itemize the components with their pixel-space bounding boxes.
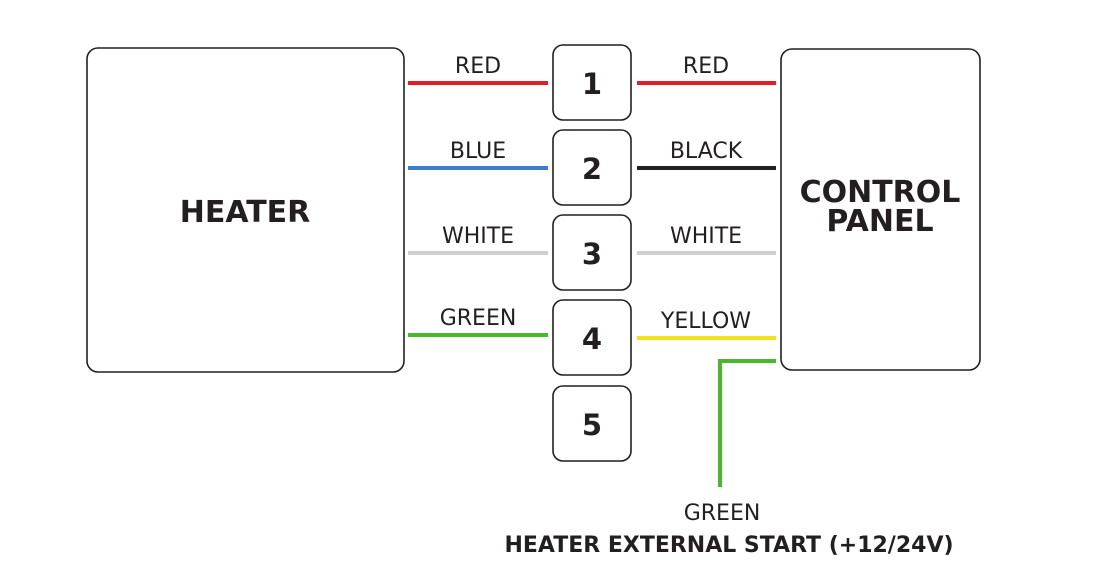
terminal-1-label: 1 [582,67,602,101]
control-panel-label-line2: PANEL [826,204,933,239]
external-start: GREEN HEATER EXTERNAL START (+12/24V) [504,359,954,558]
wire-left-1-label: RED [455,54,501,79]
right-wires: RED BLACK WHITE YELLOW [637,54,776,340]
wire-left-4-label: GREEN [440,306,517,331]
wire-right-1-label: RED [683,54,729,79]
terminal-5: 5 [552,385,632,462]
external-start-wire-label: GREEN [684,501,761,526]
wire-left-3-label: WHITE [442,224,514,249]
terminal-2: 2 [552,129,632,206]
heater-box: HEATER [86,47,405,373]
terminal-block: 1 2 3 4 5 [552,44,632,462]
terminal-3: 3 [552,214,632,291]
heater-label: HEATER [180,195,311,230]
control-panel-box: CONTROL PANEL [780,48,981,371]
external-start-wire [718,359,776,487]
control-panel-label-line1: CONTROL [800,175,961,210]
terminal-1: 1 [552,44,632,121]
external-start-caption: HEATER EXTERNAL START (+12/24V) [504,533,953,558]
left-wires: RED BLUE WHITE GREEN [408,54,548,337]
wire-right-2-label: BLACK [670,139,743,164]
wire-right-4-label: YELLOW [660,309,751,334]
wire-left-2-label: BLUE [450,139,506,164]
terminal-4-label: 4 [582,322,602,356]
terminal-2-label: 2 [582,152,602,186]
terminal-5-label: 5 [582,408,602,442]
terminal-4: 4 [552,299,632,376]
terminal-3-label: 3 [582,237,602,271]
wire-right-3-label: WHITE [670,224,742,249]
